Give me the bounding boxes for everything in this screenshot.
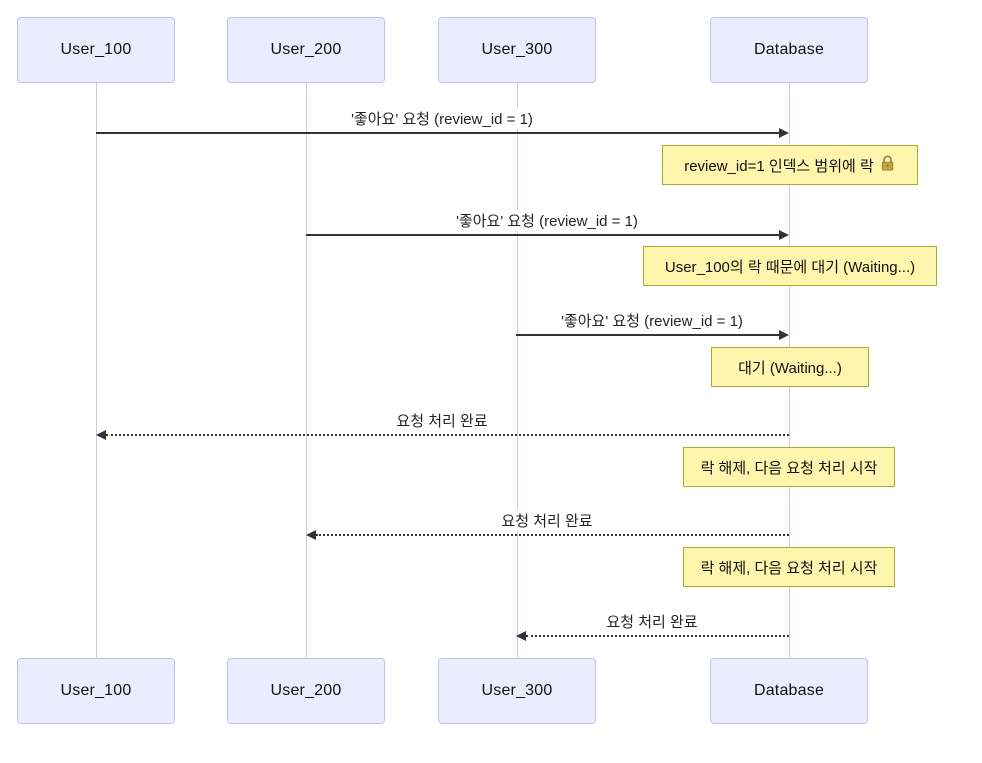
- message-line: [106, 434, 789, 436]
- lock-icon: [879, 154, 896, 176]
- note: review_id=1 인덱스 범위에 락: [662, 145, 918, 185]
- note-text: 대기 (Waiting...): [738, 359, 842, 377]
- arrowhead-right: [779, 128, 789, 138]
- message-line: [306, 234, 780, 236]
- arrowhead-left: [96, 430, 106, 440]
- message-line: [316, 534, 789, 536]
- arrowhead-right: [779, 330, 789, 340]
- arrowhead-left: [516, 631, 526, 641]
- actor-top-database: Database: [710, 17, 868, 83]
- message-line: [96, 132, 780, 134]
- actor-top-user-300: User_300: [438, 17, 596, 83]
- actor-bottom-user-300: User_300: [438, 658, 596, 724]
- message-line: [516, 334, 780, 336]
- note: 락 해제, 다음 요청 처리 시작: [683, 447, 895, 487]
- note-text: 락 해제, 다음 요청 처리 시작: [700, 559, 878, 577]
- note: 락 해제, 다음 요청 처리 시작: [683, 547, 895, 587]
- actor-top-user-100: User_100: [17, 17, 175, 83]
- note-text: User_100의 락 때문에 대기 (Waiting...): [664, 258, 916, 276]
- message-label: 요청 처리 완료: [393, 410, 491, 431]
- lifeline-user-300: [516, 83, 518, 658]
- message-label: '좋아요' 요청 (review_id = 1): [348, 108, 536, 129]
- message-line: [526, 635, 789, 637]
- actor-bottom-user-100: User_100: [17, 658, 175, 724]
- message-label: '좋아요' 요청 (review_id = 1): [558, 310, 746, 331]
- actor-bottom-database: Database: [710, 658, 868, 724]
- message-label: '좋아요' 요청 (review_id = 1): [453, 210, 641, 231]
- note-text: 락 해제, 다음 요청 처리 시작: [700, 459, 878, 477]
- arrowhead-right: [779, 230, 789, 240]
- actor-bottom-user-200: User_200: [227, 658, 385, 724]
- note-text: review_id=1 인덱스 범위에 락: [684, 157, 874, 175]
- actor-top-user-200: User_200: [227, 17, 385, 83]
- arrowhead-left: [306, 530, 316, 540]
- lifeline-user-200: [305, 83, 307, 658]
- note: 대기 (Waiting...): [711, 347, 869, 387]
- lifeline-user-100: [95, 83, 97, 658]
- note: User_100의 락 때문에 대기 (Waiting...): [643, 246, 937, 286]
- message-label: 요청 처리 완료: [498, 510, 596, 531]
- message-label: 요청 처리 완료: [603, 611, 701, 632]
